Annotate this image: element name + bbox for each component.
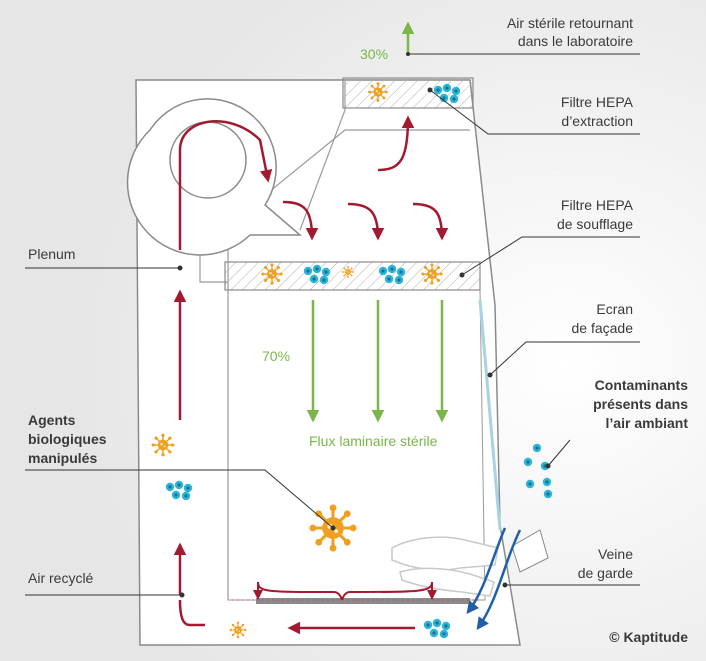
leader-agents: [25, 469, 334, 529]
leader-screen: [489, 341, 640, 376]
contaminants-label-line2: présents dans: [593, 396, 688, 412]
virus-icon: [260, 262, 284, 286]
laminar-flow-label: Flux laminaire stérile: [309, 433, 438, 449]
air-recycle-corner: [178, 599, 205, 627]
supply-flow-3: [412, 202, 449, 241]
contaminants-label-line3: l’air ambiant: [606, 415, 689, 431]
plenum-flow-up: [178, 120, 273, 250]
guard-label-line1: Veine: [598, 546, 633, 562]
hepa-extraction-filter: [342, 77, 474, 109]
virus-icon: [367, 81, 389, 103]
copyright-label: © Kaptitude: [609, 629, 688, 645]
front-screen: [478, 299, 502, 531]
guard-label-line2: de garde: [578, 565, 633, 581]
leader-dots: [177, 52, 551, 598]
virus-icon: [341, 265, 355, 279]
leader-hepa-extraction: [429, 89, 640, 135]
virus-icon: [420, 262, 444, 286]
hands-icon: [391, 536, 499, 597]
virus-icon: [229, 621, 247, 639]
hepa-extraction-label-line1: Filtre HEPA: [561, 94, 634, 110]
leader-lines: [25, 53, 640, 596]
supply-flow-2: [347, 202, 385, 241]
leader-contaminants: [547, 439, 571, 467]
agents-label-line1: Agents: [28, 412, 76, 428]
brace: [257, 581, 433, 601]
pct-30-label: 30%: [360, 46, 388, 62]
air-recycle-label: Air recyclé: [28, 570, 94, 586]
hepa-supply-filter: [224, 261, 481, 291]
extraction-flow: [377, 115, 415, 172]
sterile-flow: [306, 21, 449, 423]
screen-label-line2: de façade: [572, 320, 634, 336]
hepa-supply-label-line2: de soufflage: [557, 216, 633, 232]
agents-label-line3: manipulés: [28, 450, 97, 466]
pct-70-label: 70%: [262, 348, 290, 364]
work-surface: [256, 598, 470, 604]
air-sterile-label-line2: dans le laboratoire: [518, 33, 633, 49]
sash-panel: [511, 529, 549, 573]
guard-flow-inner: [466, 527, 507, 614]
air-sterile-label-line1: Air stérile retournant: [507, 15, 633, 31]
guard-flow: [466, 527, 522, 631]
hepa-extraction-label-line2: d’extraction: [561, 113, 633, 129]
hepa-supply-label-line1: Filtre HEPA: [561, 197, 634, 213]
recirculation-flow: [173, 115, 449, 635]
screen-label-line1: Ecran: [596, 301, 633, 317]
contaminants-label-line1: Contaminants: [595, 377, 689, 393]
plenum-label: Plenum: [28, 246, 75, 262]
leader-hepa-supply: [461, 236, 640, 276]
guard-flow-outer: [476, 529, 522, 631]
agents-label-line2: biologiques: [28, 431, 107, 447]
virus-icon: [150, 432, 176, 458]
blower-fan: [169, 121, 247, 199]
supply-flow-1: [282, 200, 319, 241]
